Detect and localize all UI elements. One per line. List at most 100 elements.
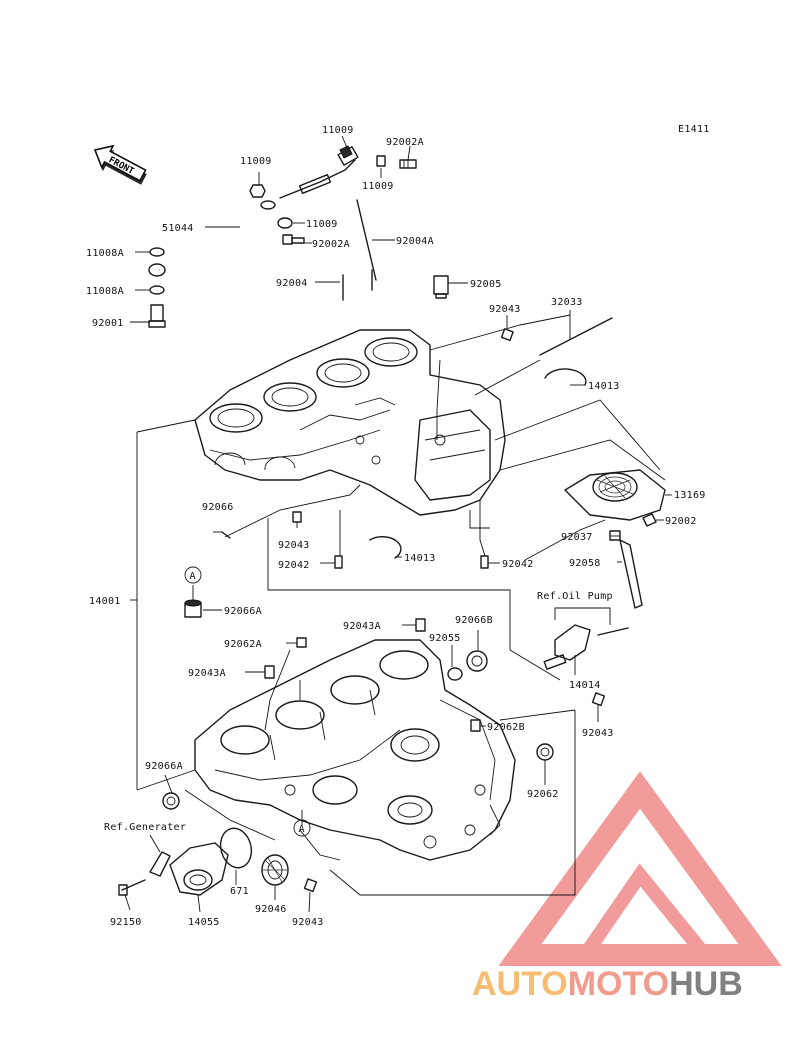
bolt-92062B (470, 719, 481, 732)
lower-crankcase (194, 639, 516, 861)
bolt-92062A (296, 637, 307, 648)
watermark-auto: AUTO (472, 965, 568, 1003)
dowel-92043A-left (264, 665, 275, 679)
label-11008A-a: 11008A (86, 248, 124, 259)
dowel-92043-top (500, 328, 514, 342)
label-92058: 92058 (569, 558, 601, 569)
breather-cover-14055 (169, 842, 229, 896)
washer-11009-a (249, 184, 266, 198)
stud-92066 (221, 531, 231, 539)
label-92043A-left: 92043A (188, 668, 226, 679)
label-92062: 92062 (527, 789, 559, 800)
label-671: 671 (230, 886, 249, 897)
dowel-92043-bottom (303, 878, 318, 893)
label-14055: 14055 (188, 917, 220, 928)
bolt-92002 (642, 513, 657, 527)
label-92150: 92150 (110, 917, 142, 928)
label-92055: 92055 (429, 633, 461, 644)
dowel-92043-mid (292, 511, 302, 523)
dowel-92043A-top (415, 618, 426, 632)
label-92043-right: 92043 (582, 728, 614, 739)
fitting-11009-right (376, 155, 386, 167)
plug-92066A (184, 599, 202, 618)
label-14001: 14001 (89, 596, 121, 607)
label-92042-left: 92042 (278, 560, 310, 571)
label-92062B: 92062B (487, 722, 525, 733)
clamp-bracket (149, 851, 171, 877)
label-92066A: 92066A (224, 606, 262, 617)
label-11009-a: 11009 (240, 156, 272, 167)
oring-671 (219, 827, 253, 869)
label-92042-right: 92042 (502, 559, 534, 570)
bearing-92046 (261, 854, 289, 886)
watermark-moto: MOTO (568, 965, 669, 1003)
oring-92055 (447, 667, 463, 681)
label-14014: 14014 (569, 680, 601, 691)
watermark-logo: AUTOMOTOHUB (472, 771, 782, 1003)
label-92043A-top: 92043A (343, 621, 381, 632)
label-14013-right: 14013 (588, 381, 620, 392)
svg-text:A: A (190, 571, 196, 582)
fitting-11009-top (339, 145, 353, 159)
oil-hose-51044 (159, 146, 359, 334)
oil-pump-bracket-14014 (543, 624, 629, 670)
bolt-92002A-top (399, 159, 417, 169)
bolt-92150 (118, 879, 146, 896)
callout-a-top: A (184, 566, 202, 584)
part-labels: 11009 92002A 11009 11009 51044 11009 920… (86, 125, 706, 928)
svg-text:A: A (299, 824, 305, 835)
pipe-92058 (619, 539, 643, 609)
label-92066A-lower: 92066A (145, 761, 183, 772)
label-92043-top: 92043 (489, 304, 521, 315)
washer-11009-c (277, 217, 293, 229)
washer-11008A-a (149, 247, 165, 257)
label-14013-mid: 14013 (404, 553, 436, 564)
bearing-14013-right (544, 368, 587, 386)
label-92004A: 92004A (396, 236, 434, 247)
label-13169: 13169 (674, 490, 706, 501)
washer-11008A-b (149, 285, 165, 295)
label-92062A: 92062A (224, 639, 262, 650)
plug-92066B (466, 650, 488, 672)
oil-pump-screen-13169 (564, 469, 666, 521)
diagram-code: E1411 (678, 124, 710, 135)
leader-lines (124, 135, 672, 913)
bolt-92005 (433, 275, 449, 299)
label-92037: 92037 (561, 532, 593, 543)
label-92001: 92001 (92, 318, 124, 329)
label-92004: 92004 (276, 278, 308, 289)
svg-text:AUTOMOTOHUB: AUTOMOTOHUB (472, 965, 743, 1003)
label-92002A-mid: 92002A (312, 239, 350, 250)
bearing-14013-mid (369, 536, 402, 559)
callout-a-bottom: A (293, 819, 311, 837)
label-92066B: 92066B (455, 615, 493, 626)
watermark-hub: HUB (669, 965, 743, 1003)
label-92066: 92066 (202, 502, 234, 513)
plug-92062 (536, 743, 554, 761)
fitting-92037 (609, 530, 621, 541)
upper-crankcase (194, 329, 506, 516)
label-11009-b: 11009 (362, 181, 394, 192)
label-92002: 92002 (665, 516, 697, 527)
plug-92066A-lower (162, 792, 180, 810)
label-92043-mid: 92043 (278, 540, 310, 551)
label-11009-top: 11009 (322, 125, 354, 136)
banjo-fitting (148, 263, 166, 277)
label-11009-c: 11009 (306, 219, 338, 230)
label-92043-bottom: 92043 (292, 917, 324, 928)
pin-92042-left (334, 555, 343, 569)
ref-generator-label: Ref.Generater (104, 822, 186, 833)
front-arrow-icon: FRONT (93, 144, 147, 185)
dowel-92043-right (591, 692, 606, 707)
ref-oil-pump-label: Ref.Oil Pump (537, 591, 613, 602)
label-92046: 92046 (255, 904, 287, 915)
label-92002A-top: 92002A (386, 137, 424, 148)
label-51044: 51044 (162, 223, 194, 234)
bolt-92002A-mid (282, 234, 305, 245)
bolt-92001 (148, 304, 166, 328)
label-11008A-b: 11008A (86, 286, 124, 297)
pin-92042-right (480, 555, 489, 569)
rod-32033 (539, 317, 613, 356)
label-92005: 92005 (470, 279, 502, 290)
